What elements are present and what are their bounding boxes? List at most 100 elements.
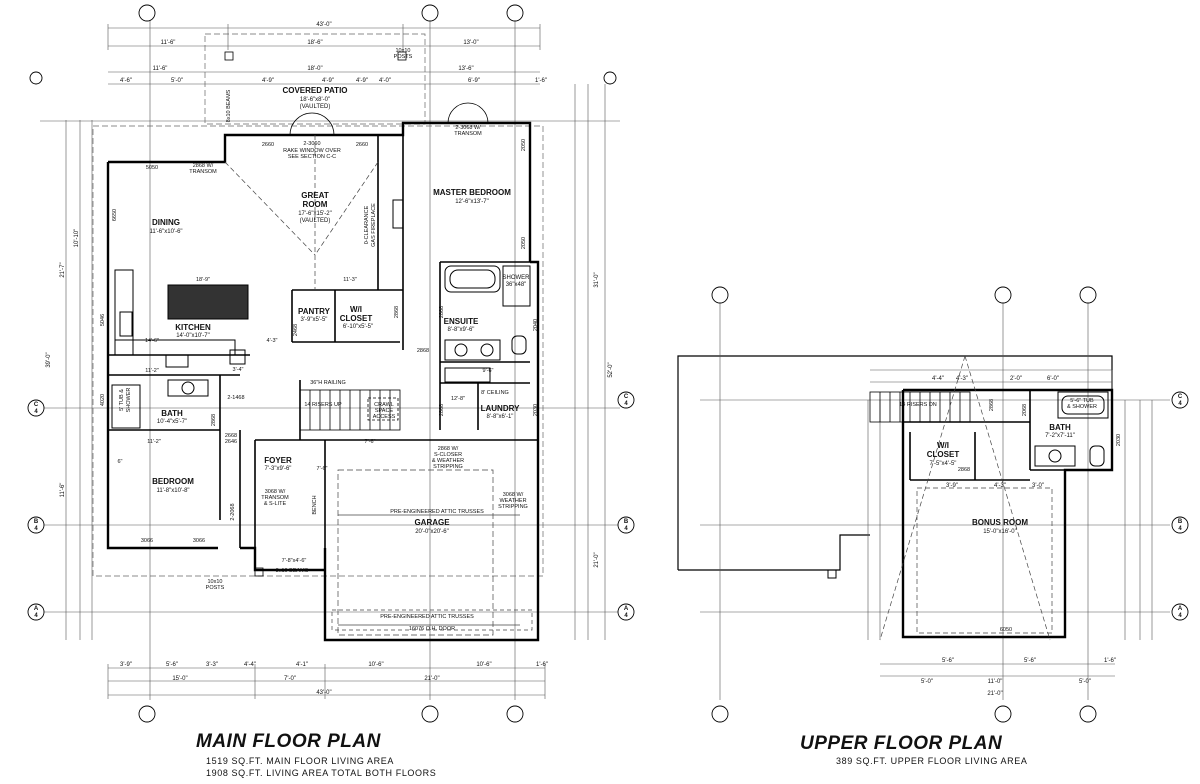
main-floor-plan-title: MAIN FLOOR PLAN (196, 731, 381, 752)
dim-upper-bot-c: 1'-6" (1104, 658, 1116, 664)
door-upper-2868-a: 2868 (989, 399, 995, 411)
door-2-2068: 2-2068 (230, 503, 236, 520)
upper-bath-fixtures (1034, 391, 1109, 467)
dim-left-l2: 10'-10" (74, 229, 80, 248)
note-posts-bottom: 10x10 (208, 579, 223, 585)
window-upper-2030: 2030 (1116, 434, 1122, 446)
dim-top-r3a: 4'-6" (120, 78, 132, 84)
note-transom-master-2: TRANSOM (454, 131, 482, 137)
marker-b-upper: B (1178, 519, 1183, 525)
note-rake-window: 2-3060 (303, 141, 320, 147)
dim-top-r3h: 1'-6" (535, 78, 547, 84)
dim-kitchen: 14'-0"x10'-7" (176, 333, 210, 339)
dim-int-k6: 3'-4" (233, 367, 244, 373)
dim-upper-wi-closet: 7'-5"x4'-5" (930, 461, 957, 467)
dim-upper-top-c: 4'-3" (956, 376, 968, 382)
dim-int-k5: 11'-2" (145, 368, 159, 374)
marker-c-upper-sheet: 4 (1178, 401, 1182, 407)
label-upper-wi-closet: W/I (937, 441, 949, 450)
note-covered-patio: (VAULTED) (300, 104, 331, 110)
dim-top-overall: 43'-0" (316, 22, 331, 28)
dim-bot-c6: 10'-6" (368, 662, 383, 668)
dim-top-r2a: 11'-6" (153, 66, 168, 72)
dim-int-f4: 7'-8"x4'-6" (282, 558, 307, 564)
dim-int-e2: 12'-8" (451, 396, 465, 402)
window-2050-a: 2050 (521, 139, 527, 151)
dim-bot-b2: 7'-0" (284, 676, 296, 682)
dim-master-bedroom: 12'-6"x13'-7" (455, 199, 489, 205)
note-risers: 14 RISERS UP (304, 402, 342, 408)
note-upper-tub: 5'-6" TUB (1070, 398, 1094, 404)
label-wi-closet: W/I (350, 305, 362, 314)
note-transom-dining-2: TRANSOM (189, 169, 217, 175)
dim-upper-int-c: 3'-0" (1032, 483, 1044, 489)
dim-top-r3e: 4'-9" (356, 78, 368, 84)
dim-upper-int-a: 3'-9" (946, 483, 958, 489)
dim-upper-bot-b: 5'-6" (1024, 658, 1036, 664)
upper-floor-plan: W/I CLOSET BATH BONUS ROOM 7'-5"x4'-5" 7… (677, 286, 1189, 723)
door-2646: 2646 (225, 439, 237, 445)
main-notes: 10x10 POSTS 8x10 BEAMS 2-3060 RAKE WINDO… (100, 48, 539, 632)
label-upper-bath: BATH (1049, 423, 1071, 432)
window-5046: 5046 (100, 314, 106, 326)
note-closer: 2868 W/ (438, 446, 459, 452)
dim-upper-bot-g: 21'-0" (987, 691, 1002, 697)
note-transom-master: 2-3068 W/ (455, 125, 481, 131)
kitchen-fixtures (114, 199, 404, 368)
marker-b-left-sheet: 4 (34, 526, 38, 532)
dim-top-r2b: 18'-0" (307, 66, 322, 72)
dim-bot-c1: 3'-9" (120, 662, 132, 668)
note-trusses-2: PRE-ENGINEERED ATTIC TRUSSES (380, 614, 474, 620)
marker-a-left-sheet: 4 (34, 613, 38, 619)
note-beams-bottom: 8x10 BEAMS (276, 568, 309, 574)
patio-doors (224, 51, 489, 577)
upper-notes: 14 RISERS DN 5'-6" TUB & SHOWER 6050 286… (899, 398, 1122, 633)
upper-roof-outline (677, 355, 1113, 570)
window-upper-6050: 6050 (1000, 627, 1012, 633)
marker-b-right-sheet: 4 (624, 526, 628, 532)
dim-int-e1: 9'-6" (483, 368, 494, 374)
door-2868-e: 2868 (211, 414, 217, 426)
dim-int-f1: 7'-6" (365, 439, 376, 445)
upper-dimension-lines (700, 300, 1170, 700)
main-interior-walls (108, 135, 538, 548)
dim-bot-overall: 43'-0" (316, 690, 331, 696)
dim-int-k4: 4'-3" (267, 338, 278, 344)
dim-top-r2c: 13'-6" (458, 66, 473, 72)
note-crawl: CRAWL (374, 402, 394, 408)
upper-room-dims: 7'-5"x4'-5" 7'-2"x7'-11" 15'-0"x16'-0" (930, 433, 1075, 535)
label-foyer: FOYER (264, 456, 292, 465)
marker-a-left: A (34, 606, 39, 612)
dim-int-f2: 7'-6" (317, 466, 328, 472)
door-2868-b: 2868 (439, 306, 445, 318)
dim-bot-c4: 4'-4" (244, 662, 256, 668)
note-transom-foyer-3: & S-LITE (264, 501, 287, 507)
dim-shower: 36"x48" (506, 282, 527, 288)
marker-a-right-sheet: 4 (624, 613, 628, 619)
marker-c-upper: C (1178, 394, 1183, 400)
dim-dining: 11'-6"x10'-6" (149, 229, 182, 235)
main-roof-outline (92, 125, 544, 577)
note-fireplace-2: GAS FIREPLACE (371, 203, 377, 247)
dim-bot-b1: 15'-0" (172, 676, 187, 682)
dim-int-k3: 14'-6" (145, 338, 159, 344)
marker-c-left: C (34, 402, 39, 408)
main-floor-plan: COVERED PATIO GREAT ROOM DINING KITCHEN … (27, 4, 635, 723)
dim-wi-closet: 6'-10"x5'-5" (343, 324, 373, 330)
marker-c-left-sheet: 4 (34, 409, 38, 415)
dim-foyer: 7'-3"x9'-6" (265, 466, 292, 472)
note-rake-window-3: SEE SECTION C-C (288, 154, 336, 160)
label-great-room: GREAT (301, 191, 329, 200)
section-marker-labels: C 4 B 4 A 4 C 4 B 4 A 4 C 4 B 4 A 4 (34, 394, 1183, 619)
note-tub-shower: 5' TUB & (119, 389, 125, 411)
label-dining: DINING (152, 218, 180, 227)
main-interior-dims: 18'-9" 11'-3" 14'-6" 4'-3" 11'-2" 3'-4" … (117, 277, 493, 564)
note-transom-foyer-2: TRANSOM (261, 495, 289, 501)
note-posts-top-2: POSTS (394, 54, 413, 60)
dim-ensuite: 8'-8"x9'-6" (448, 327, 475, 333)
window-6650: 6650 (112, 209, 118, 221)
dim-garage: 20'-0"x20'-6" (415, 529, 449, 535)
main-top-dims: 43'-0" 11'-6" 18'-6" 13'-0" 11'-6" 18'-0… (120, 22, 547, 84)
note-closer-3: & WEATHER (432, 458, 464, 464)
dim-great-room: 17'-6"x15'-2" (298, 211, 332, 217)
